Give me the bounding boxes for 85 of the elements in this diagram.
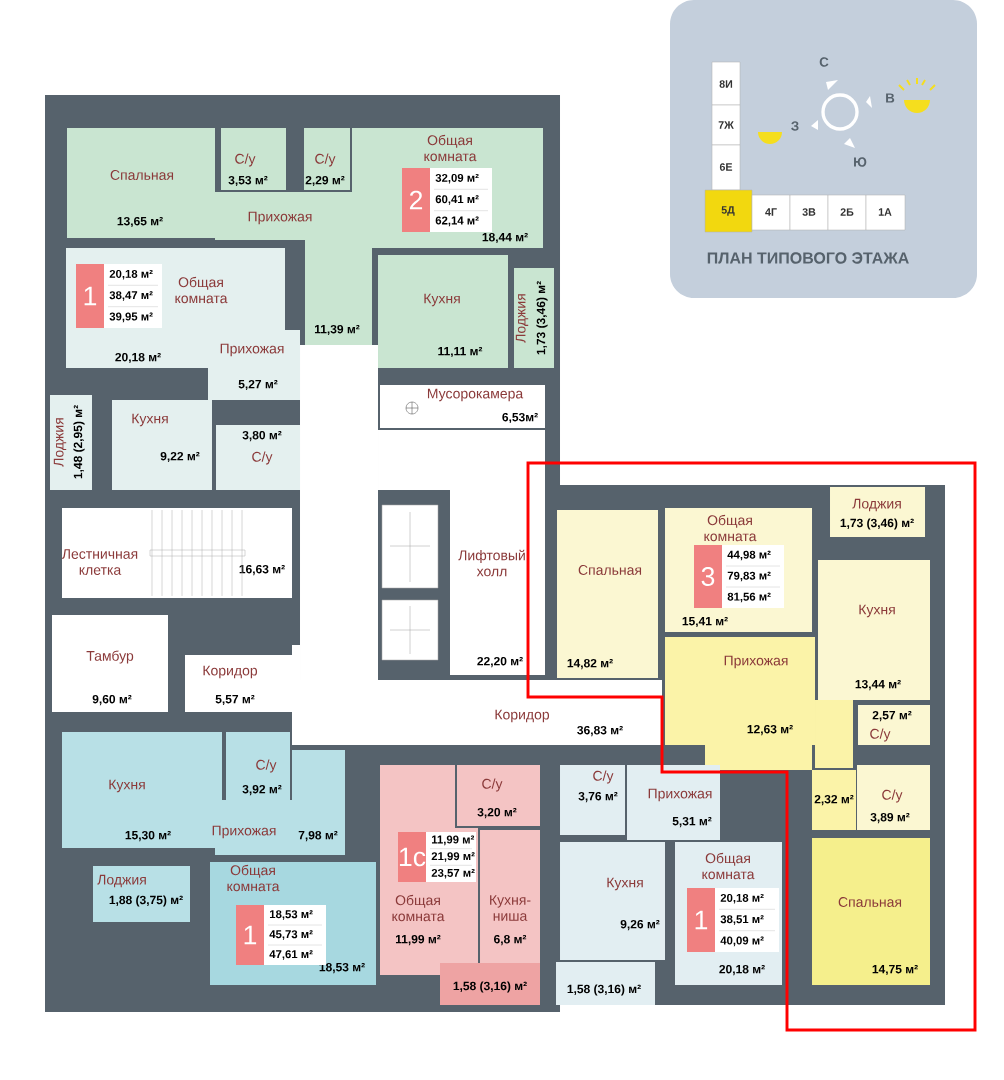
node-label: Прихожая (248, 211, 312, 225)
room: Мусорокамера 6,53м² (380, 385, 545, 428)
node-label: Общая комната (424, 134, 477, 162)
room: С/у 3,20 м² (457, 765, 540, 826)
room: С/у 3,89 м² (857, 765, 930, 830)
room: С/у 3,53 м² (221, 128, 286, 190)
building-section: 2Б (827, 194, 867, 231)
room: Спальная 14,75 м² (812, 838, 930, 985)
room: Лоджия 1,88 (3,75) м² (93, 866, 190, 922)
room: С/у 3,92 м² (226, 732, 290, 800)
node-label: 11,99 м² (395, 934, 441, 946)
room: 2,32 м² (812, 770, 856, 830)
node-label: Общая комната (392, 894, 445, 922)
node-label: Кухня (607, 877, 643, 891)
node-label: 5,57 м² (215, 694, 255, 706)
room: С/у 3,76 м² (560, 765, 625, 835)
node-label: 3,76 м² (578, 791, 618, 803)
room: Лифтовый холл 22,20 м² (450, 490, 545, 675)
node-label: Прихожая (220, 343, 284, 357)
room: Коридор 5,57 м² (185, 655, 292, 712)
compass-letter: Ю (854, 157, 867, 167)
node-label: 11,39 м² (314, 324, 360, 336)
building-section: 3В (789, 194, 829, 231)
room: Кухня-ниша 6,8 м² (480, 830, 540, 975)
node-label: Прихожая (648, 788, 712, 802)
room: Лоджия 1,73 (3,46) м² (514, 268, 554, 368)
node-label: С/у (315, 153, 336, 167)
apartment-badge: 2 32,09 м² 60,41 м² 62,14 м² (402, 168, 492, 232)
node-label: 7,98 м² (298, 830, 338, 842)
node-label: 18,44 м² (482, 232, 528, 244)
building-section: 5Д (704, 189, 753, 233)
node-label: С/у (256, 759, 277, 773)
apartment-badge: 1 20,18 м² 38,51 м² 40,09 м² (687, 888, 779, 952)
room: Прихожая 5,31 м² (627, 765, 720, 840)
node-label: Кухня-ниша (490, 895, 531, 921)
node-label: 6,8 м² (494, 934, 527, 946)
room: Лестничная клетка 16,63 м² (61, 508, 292, 598)
node-label: С/у (235, 153, 256, 167)
room: 1,58 (3,16) м² (556, 962, 655, 1005)
node-label: С/у (482, 778, 503, 792)
compass-letter: В (886, 93, 895, 103)
room: Кухня 9,26 м² (560, 842, 665, 960)
node-label: 22,20 м² (477, 656, 523, 668)
node-label: С/у (593, 770, 614, 784)
node-label: 3,53 м² (228, 175, 268, 187)
room: Кухня 13,44 м² (818, 560, 930, 700)
node-label: 12,63 м² (747, 724, 793, 736)
node-label: 5,31 м² (672, 816, 712, 828)
node-label: Мусорокамера (427, 388, 524, 402)
node-label: 1,58 (3,16) м² (567, 984, 641, 996)
apartment-badge: 1c 11,99 м² 21,99 м² 23,57 м² (398, 832, 476, 882)
node-label: 2,29 м² (305, 175, 345, 187)
apartment-badge: 1 18,53 м² 45,73 м² 47,61 м² (236, 905, 326, 965)
apartment-badge: 1 20,18 м² 38,47 м² 39,95 м² (76, 264, 162, 328)
room: Тамбур 9,60 м² (52, 615, 168, 712)
room: Прихожая 5,27 м² (208, 330, 300, 400)
room: Спальная 13,65 м² (67, 128, 215, 238)
node-label: Прихожая (724, 655, 788, 669)
node-label: 5,27 м² (238, 379, 278, 391)
room: Спальная 14,82 м² (557, 510, 658, 678)
node-label: 6,53м² (502, 412, 538, 424)
compass-letter: З (791, 121, 799, 131)
apartment-badge: 3 44,98 м² 79,83 м² 81,56 м² (694, 545, 784, 608)
room: Прихожая 12,63 м² (665, 637, 815, 745)
compass-letter: С (819, 57, 829, 67)
building-section: 1А (865, 194, 906, 231)
room: 3,80 м² С/у (216, 425, 300, 490)
node-label: 9,26 м² (620, 919, 660, 931)
room: 1,58 (3,16) м² (440, 963, 540, 1005)
node-label: 3,92 м² (242, 784, 282, 796)
building-section: 6Е (711, 144, 741, 191)
room: Лоджия 1,73 (3,46) м² (830, 487, 925, 537)
room: 2,57 м² С/у (858, 705, 930, 745)
building-section: 7Ж (711, 104, 741, 146)
node-label: 2,32 м² (814, 794, 854, 806)
room: Лоджия 1,48 (2,95) м² (50, 395, 92, 490)
room: С/у 2,29 м² (304, 128, 350, 190)
room: Коридор 36,83 м² (292, 680, 662, 745)
room: Кухня 9,22 м² (112, 400, 212, 490)
building-section: 8И (711, 61, 741, 106)
node-label: 3,20 м² (477, 807, 517, 819)
node-label: Лифтовый холл (458, 549, 525, 577)
room: Кухня 11,11 м² (378, 255, 508, 368)
node-label: Коридор (203, 665, 258, 679)
building-section: 4Г (751, 194, 791, 231)
